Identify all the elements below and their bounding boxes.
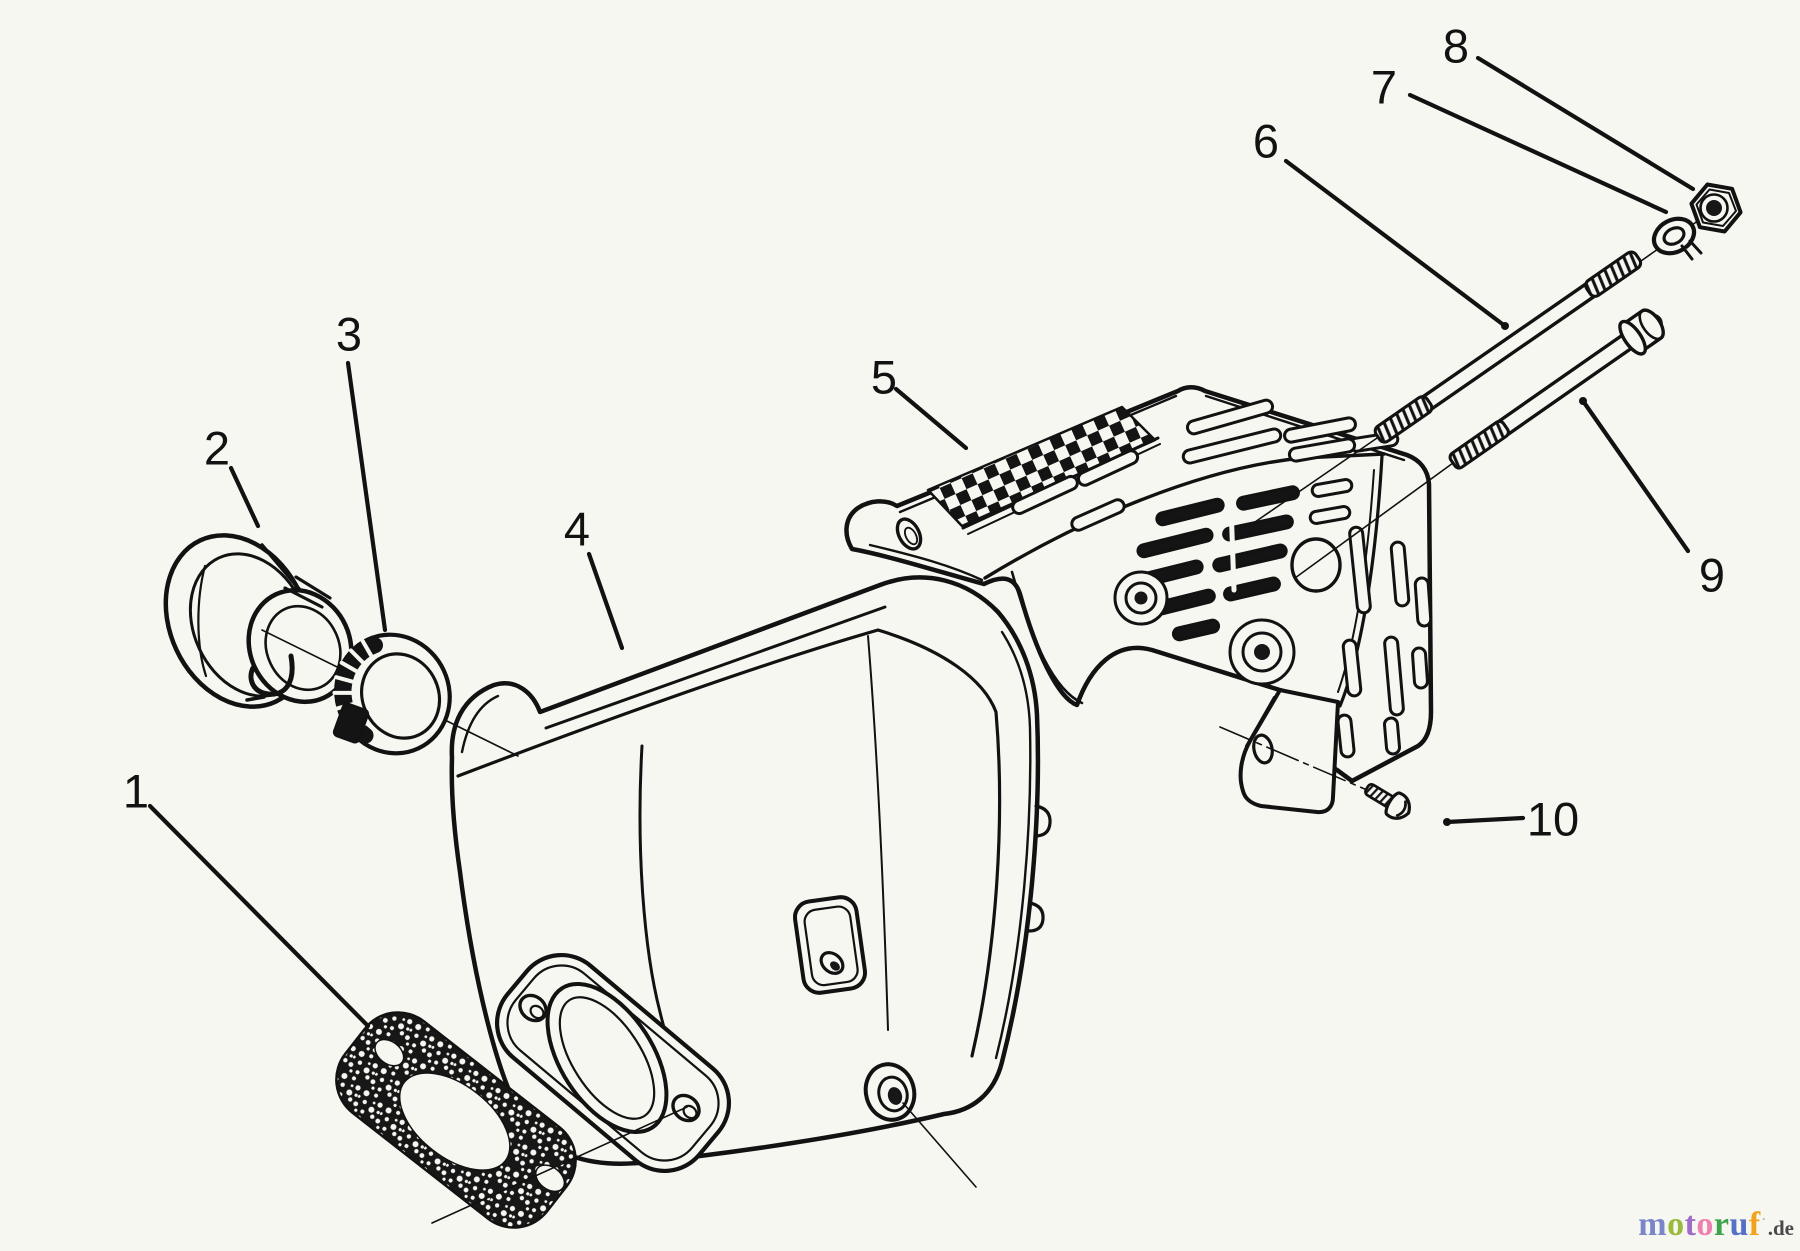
callout-label-6: 6 [1253, 115, 1279, 168]
alignment-line [431, 1106, 688, 1224]
deflector-clip-tab [248, 653, 295, 697]
watermark-letter: u [1729, 1206, 1749, 1243]
gasket-port-hole [398, 1072, 511, 1171]
callout-2: 2 [204, 422, 261, 529]
shield-dimples [1113, 570, 1296, 686]
callout-label-10: 10 [1527, 793, 1579, 846]
callout-label-8: 8 [1443, 20, 1469, 73]
watermark-letter: f [1748, 1206, 1761, 1243]
callout-label-4: 4 [564, 503, 590, 556]
watermark-letter: t [1684, 1206, 1697, 1243]
part-9-mounting-bolt [1448, 308, 1665, 470]
stud-threads [1584, 250, 1643, 298]
callout-1: 1 [123, 765, 371, 1029]
shield-stud-hole [1290, 537, 1342, 593]
exhaust-port-oval [545, 982, 669, 1134]
callout-label-2: 2 [204, 422, 230, 475]
leader-line-4 [586, 551, 625, 651]
callout-6: 6 [1253, 115, 1509, 330]
part-1-exhaust-gasket [335, 1011, 577, 1229]
callout-label-5: 5 [871, 351, 897, 404]
watermark-letter: m [1638, 1206, 1668, 1243]
stud-threads [1373, 395, 1434, 444]
leader-line-7 [1407, 92, 1669, 215]
callout-8: 8 [1443, 20, 1696, 192]
part-7-lock-washer [1651, 216, 1703, 265]
callout-5: 5 [871, 351, 969, 451]
callout-7: 7 [1371, 61, 1669, 215]
muffler-drain-boss [863, 1062, 917, 1122]
gasket-bolt-hole [374, 1038, 405, 1067]
muffler-side-boss [792, 895, 868, 995]
clamp-screw-housing [332, 702, 370, 744]
callout-9: 9 [1579, 397, 1725, 602]
shield-side-louvers [1336, 525, 1433, 759]
leader-line-10 [1444, 815, 1526, 825]
shield-front-louvers [1132, 478, 1354, 642]
leader-line-2 [228, 465, 261, 529]
callout-label-9: 9 [1699, 549, 1725, 602]
watermark-trademark-dot: · [1761, 1211, 1766, 1226]
callout-label-1: 1 [123, 765, 149, 818]
watermark-letter: o [1696, 1206, 1714, 1243]
part-3-deflector-clamp [332, 632, 452, 756]
shield-bracket [1238, 688, 1340, 815]
leader-line-5 [893, 386, 969, 451]
part-8-hex-nut [1689, 182, 1743, 234]
callouts: 1 2 3 4 5 6 7 8 [123, 20, 1725, 1029]
leader-line-3 [345, 360, 388, 633]
shield-roof-louvers [1011, 398, 1400, 532]
part-2-exhaust-deflector [163, 533, 354, 709]
watermark-suffix: .de [1767, 1216, 1794, 1240]
callout-3: 3 [336, 308, 388, 633]
boss-centerline [902, 1102, 977, 1188]
bolt-threads [1448, 419, 1510, 470]
leader-line-6 [1283, 158, 1508, 329]
callout-label-3: 3 [336, 308, 362, 361]
part-4-muffler-body [449, 575, 1052, 1188]
flange-bolt-hole [518, 993, 548, 1023]
callout-label-7: 7 [1371, 61, 1397, 114]
callout-4: 4 [564, 503, 625, 651]
callout-10: 10 [1443, 793, 1579, 846]
watermark-letter: o [1667, 1206, 1685, 1243]
leader-line-8 [1475, 55, 1696, 192]
part-6-mounting-stud [1373, 250, 1643, 444]
leader-line-9 [1580, 398, 1691, 554]
leader-line-1 [147, 803, 371, 1029]
shield-arm-hole [895, 517, 923, 551]
louver-rib [1228, 502, 1237, 593]
bracket-screw-hole [1252, 733, 1274, 765]
part-10-shield-screw [1364, 782, 1411, 820]
watermark-motoruf: motoruf·.de [1638, 1208, 1794, 1242]
watermark-letter: r [1713, 1206, 1730, 1243]
